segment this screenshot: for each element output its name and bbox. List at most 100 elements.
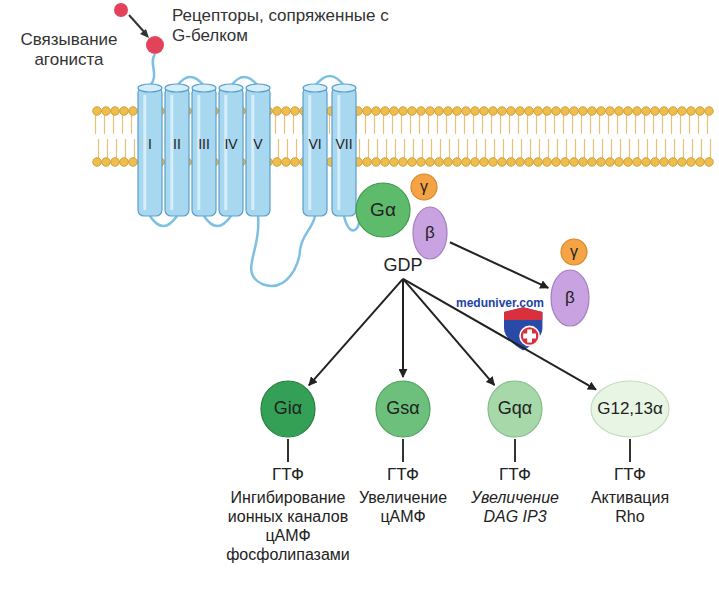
- lipid-head: [120, 158, 129, 167]
- lipid-head: [525, 158, 534, 167]
- lipid-head: [579, 158, 588, 167]
- lipid-head: [480, 107, 489, 116]
- lipid-tail: [581, 115, 582, 134]
- lipid-head: [453, 158, 462, 167]
- lipid-tail: [419, 115, 420, 134]
- lipid-tail: [296, 139, 297, 158]
- lipid-tail: [455, 115, 456, 134]
- helix-highlight: [337, 95, 340, 210]
- lipid-head: [507, 107, 516, 116]
- lipid-tail: [674, 139, 675, 158]
- leader-line: [402, 439, 404, 462]
- lipid-head: [399, 107, 408, 116]
- helix-body: [192, 87, 216, 216]
- lipid-head: [462, 107, 471, 116]
- lipid-tail: [449, 139, 450, 158]
- lipid-head: [498, 107, 507, 116]
- loop: [204, 216, 231, 226]
- lipid-head: [273, 107, 282, 116]
- node-label: V: [253, 137, 262, 152]
- node-label: IV: [224, 137, 237, 152]
- node-label: Gα: [370, 200, 396, 221]
- helix-body: [246, 87, 270, 216]
- gq-alpha: Gqα: [487, 380, 543, 438]
- leader-line: [287, 439, 289, 462]
- arrow-connector: [403, 279, 494, 385]
- lipid-head: [363, 107, 372, 116]
- lipid-tail: [683, 139, 684, 158]
- node-label: G12,13α: [597, 400, 663, 419]
- arrow-connector: [402, 279, 404, 377]
- lipid-head: [624, 107, 633, 116]
- lipid-head: [597, 107, 606, 116]
- lipid-head: [453, 107, 462, 116]
- lipid-head: [111, 158, 120, 167]
- effect-label: Ингибирование ионных каналов цАМФ фосфол…: [221, 489, 355, 565]
- lipid-head: [543, 107, 552, 116]
- helix-body: [219, 87, 243, 216]
- lipid-head: [381, 158, 390, 167]
- helix-body: [138, 87, 162, 216]
- lipid-head: [111, 107, 120, 116]
- lipid-tail: [554, 115, 555, 134]
- lipid-head: [687, 107, 696, 116]
- lipid-head: [534, 158, 543, 167]
- lipid-head: [651, 158, 660, 167]
- node-label: VII: [335, 137, 352, 152]
- lipid-tail: [521, 139, 522, 158]
- effect-label: Активация Rho: [580, 489, 680, 527]
- arrow-connector: [309, 279, 403, 385]
- leader-line: [629, 439, 631, 462]
- lipid-tail: [572, 115, 573, 134]
- lipid-tail: [593, 139, 594, 158]
- lipid-tail: [611, 139, 612, 158]
- lipid-tail: [116, 139, 117, 158]
- helix: V: [245, 83, 271, 218]
- watermark-shield: [504, 307, 542, 350]
- shield: [504, 307, 542, 350]
- lipid-head: [498, 158, 507, 167]
- node-sublabel: GDP: [383, 256, 422, 276]
- node-label: III: [198, 137, 210, 152]
- lipid-tail: [500, 115, 501, 134]
- lipid-head: [408, 107, 417, 116]
- gtp-label: ГТФ: [258, 465, 318, 485]
- lipid-tail: [698, 115, 699, 134]
- lipid-tail: [329, 115, 330, 134]
- lipid-tail: [134, 139, 135, 158]
- lipid-head: [696, 158, 705, 167]
- lipid-head: [678, 107, 687, 116]
- lipid-head: [426, 107, 435, 116]
- lipid-head: [642, 107, 651, 116]
- loop: [150, 216, 177, 226]
- lipid-head: [282, 158, 291, 167]
- arrow-connector: [450, 242, 548, 288]
- gi-alpha: Giα: [260, 380, 316, 438]
- node-ellipse: [411, 174, 437, 200]
- receptor-loops: [150, 54, 359, 286]
- lipid-tail: [446, 115, 447, 134]
- lipid-tail: [557, 139, 558, 158]
- lipid-tail: [563, 115, 564, 134]
- lipid-head: [273, 158, 282, 167]
- lipid-head: [93, 107, 102, 116]
- lipid-tail: [689, 115, 690, 134]
- node-ellipse: [376, 381, 430, 437]
- lipid-tail: [428, 115, 429, 134]
- node-label: Gsα: [386, 399, 419, 419]
- lipid-tail: [386, 139, 387, 158]
- lipid-tail: [359, 139, 360, 158]
- lipid-tail: [476, 139, 477, 158]
- lipid-head: [588, 107, 597, 116]
- helix-cap: [165, 84, 189, 92]
- lipid-head: [408, 158, 417, 167]
- lipid-tail: [590, 115, 591, 134]
- helix-cap: [192, 84, 216, 92]
- lipid-tail: [437, 115, 438, 134]
- lipid-tail: [566, 139, 567, 158]
- lipid-tail: [536, 115, 537, 134]
- helix-highlight: [143, 95, 146, 210]
- helix-cap: [332, 84, 356, 92]
- lipid-head: [570, 158, 579, 167]
- lipid-tail: [662, 115, 663, 134]
